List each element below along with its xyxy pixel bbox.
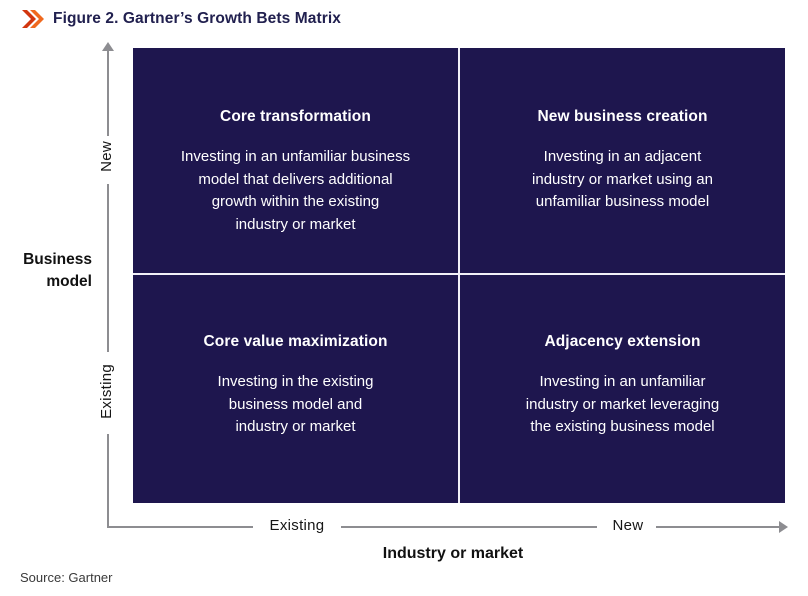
quadrant-description: Investing in the existing business model… [217, 373, 374, 435]
x-axis-arrow-icon [779, 521, 788, 533]
y-axis-arrow-icon [102, 42, 114, 51]
quadrant-description: Investing in an unfamiliar industry or m… [525, 373, 720, 435]
y-axis-line [107, 51, 109, 136]
quadrant-core-transformation: Core transformation Investing in an unfa… [133, 48, 458, 273]
y-axis-line [107, 184, 109, 352]
x-axis-line [107, 526, 253, 528]
quadrant-new-business-creation: New business creation Investing in an ad… [460, 48, 785, 273]
source-attribution: Source: Gartner [20, 570, 113, 585]
x-axis-line [341, 526, 597, 528]
quadrant-title: Core value maximization [203, 333, 388, 350]
x-axis-tick-new: New [612, 517, 644, 534]
x-axis-title: Industry or market [382, 545, 524, 562]
quadrant-title: Adjacency extension [544, 333, 701, 350]
figure-title: Figure 2. Gartner’s Growth Bets Matrix [53, 10, 342, 27]
y-axis-tick-existing: Existing [98, 364, 115, 419]
quadrant-description: Investing in an unfamiliar business mode… [180, 148, 411, 233]
quadrant-adjacency-extension: Adjacency extension Investing in an unfa… [460, 275, 785, 503]
x-axis-tick-existing: Existing [269, 517, 325, 534]
quadrant-core-value-maximization: Core value maximization Investing in the… [133, 275, 458, 503]
quadrant-title: Core transformation [220, 108, 371, 125]
double-chevron-right-icon [22, 10, 44, 28]
x-axis-line [656, 526, 780, 528]
figure-header: Figure 2. Gartner’s Growth Bets Matrix [22, 10, 341, 28]
y-axis-tick-new: New [98, 141, 115, 172]
quadrant-title: New business creation [537, 108, 708, 125]
y-axis-title: Business model [23, 251, 92, 291]
growth-bets-matrix: Core transformation Investing in an unfa… [133, 48, 785, 503]
quadrant-description: Investing in an adjacent industry or mar… [532, 148, 713, 210]
y-axis-line [107, 434, 109, 528]
